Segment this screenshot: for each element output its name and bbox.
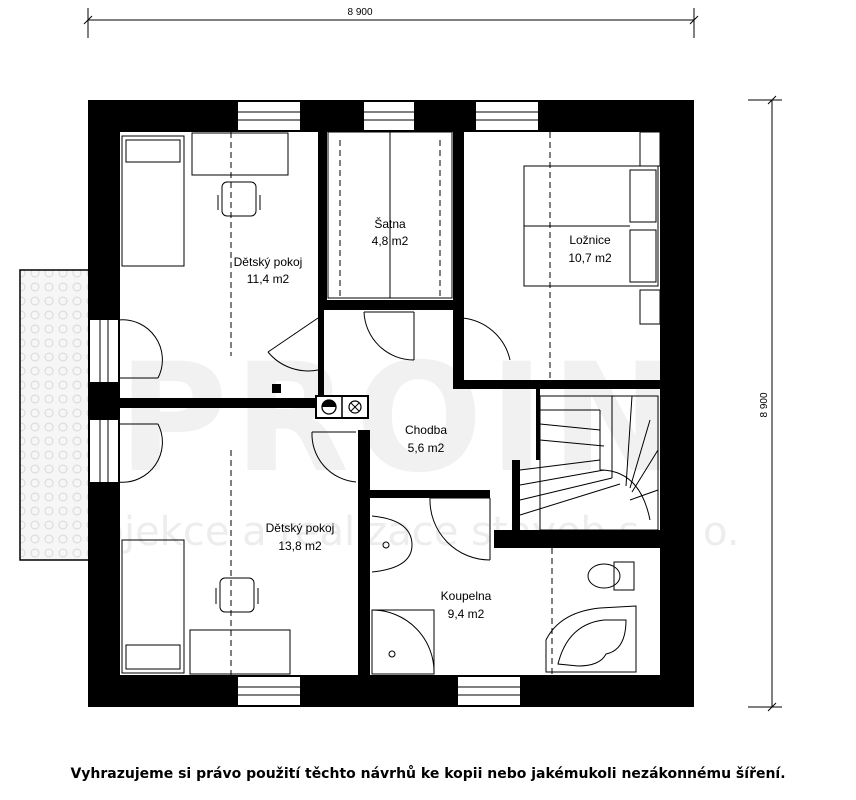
- room-name-chodba: Chodba: [405, 423, 447, 437]
- room-area-loznice: 10,7 m2: [568, 251, 612, 265]
- watermark-logo: PROIN: [118, 332, 682, 506]
- dashed-lines: [230, 132, 553, 675]
- balcony: [19, 269, 91, 561]
- windows: [90, 102, 538, 705]
- dimension-width-label: 8 900: [347, 7, 372, 18]
- copyright-notice: Vyhrazujeme si právo použití těchto návr…: [70, 766, 786, 782]
- utility-box: [272, 384, 369, 419]
- room-area-detsky-pokoj-1: 11,4 m2: [247, 272, 290, 286]
- floor-plan: PROIN Projekce a realizace staveb s. r. …: [19, 7, 782, 712]
- room-area-chodba: 5,6 m2: [408, 441, 445, 455]
- bed-room2: [121, 539, 185, 674]
- room-area-detsky-pokoj-2: 13,8 m2: [278, 539, 322, 553]
- staircase: [519, 395, 659, 531]
- bathroom-fixtures: [371, 515, 637, 675]
- interior-walls: [118, 130, 663, 680]
- desk-room1: [191, 132, 289, 217]
- room-area-satna: 4,8 m2: [372, 234, 409, 248]
- dimension-width: [83, 8, 699, 38]
- room-name-detsky-pokoj-2: Dětský pokoj: [266, 521, 335, 535]
- dimension-height-label: 8 900: [759, 392, 770, 417]
- room-name-loznice: Ložnice: [569, 233, 611, 247]
- room-area-koupelna: 9,4 m2: [448, 607, 485, 621]
- room-name-detsky-pokoj-1: Dětský pokoj: [234, 255, 303, 269]
- bed-room1: [121, 135, 185, 267]
- desk-room2: [189, 577, 291, 675]
- room-labels: Dětský pokoj 11,4 m2 Šatna 4,8 m2 Ložnic…: [234, 216, 612, 621]
- wardrobe-shelves: [327, 131, 453, 299]
- dimension-height: [748, 95, 782, 712]
- room-name-satna: Šatna: [374, 216, 406, 231]
- double-bed: [523, 131, 661, 325]
- room-name-koupelna: Koupelna: [441, 589, 492, 603]
- doors: [117, 311, 511, 561]
